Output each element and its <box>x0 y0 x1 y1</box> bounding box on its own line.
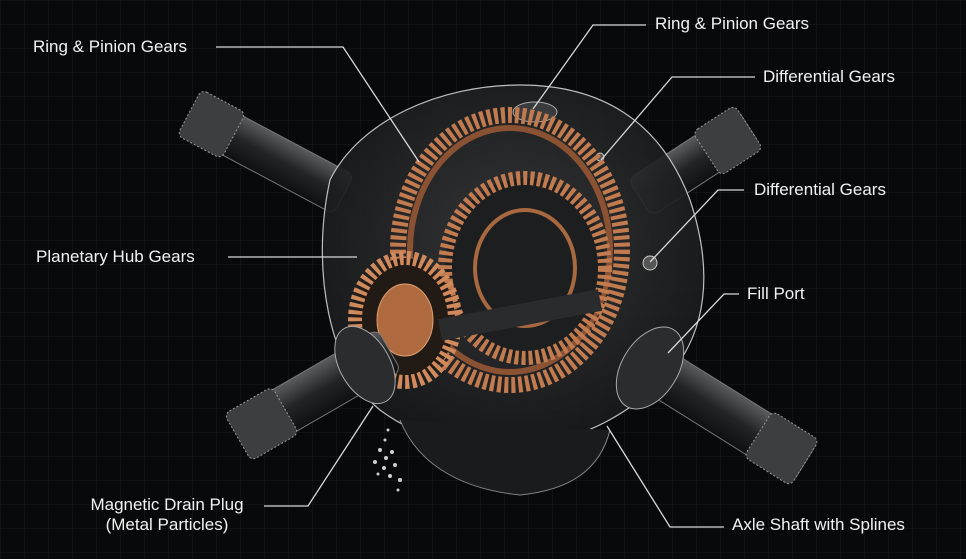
axle-lower-right <box>615 326 818 485</box>
label-magnetic-drain-plug-sub: (Metal Particles) <box>105 515 229 534</box>
label-differential-gears-1: Differential Gears <box>763 67 895 86</box>
label-ring-pinion-right: Ring & Pinion Gears <box>655 14 810 33</box>
label-axle-shaft: Axle Shaft with Splines <box>732 515 905 534</box>
label-magnetic-drain-plug-title: Magnetic Drain Plug <box>90 495 244 514</box>
leader-lines <box>216 24 755 528</box>
axle-upper-left <box>178 91 352 212</box>
label-ring-pinion-left: Ring & Pinion Gears <box>33 37 188 56</box>
label-planetary-hub-gears: Planetary Hub Gears <box>36 247 195 266</box>
label-magnetic-drain-plug: Magnetic Drain Plug (Metal Particles) <box>74 495 260 535</box>
label-fill-port: Fill Port <box>747 284 805 303</box>
metal-particles <box>373 428 402 492</box>
ring-gear <box>390 107 630 393</box>
axle-lower-left <box>225 326 399 460</box>
label-differential-gears-2: Differential Gears <box>754 180 886 199</box>
